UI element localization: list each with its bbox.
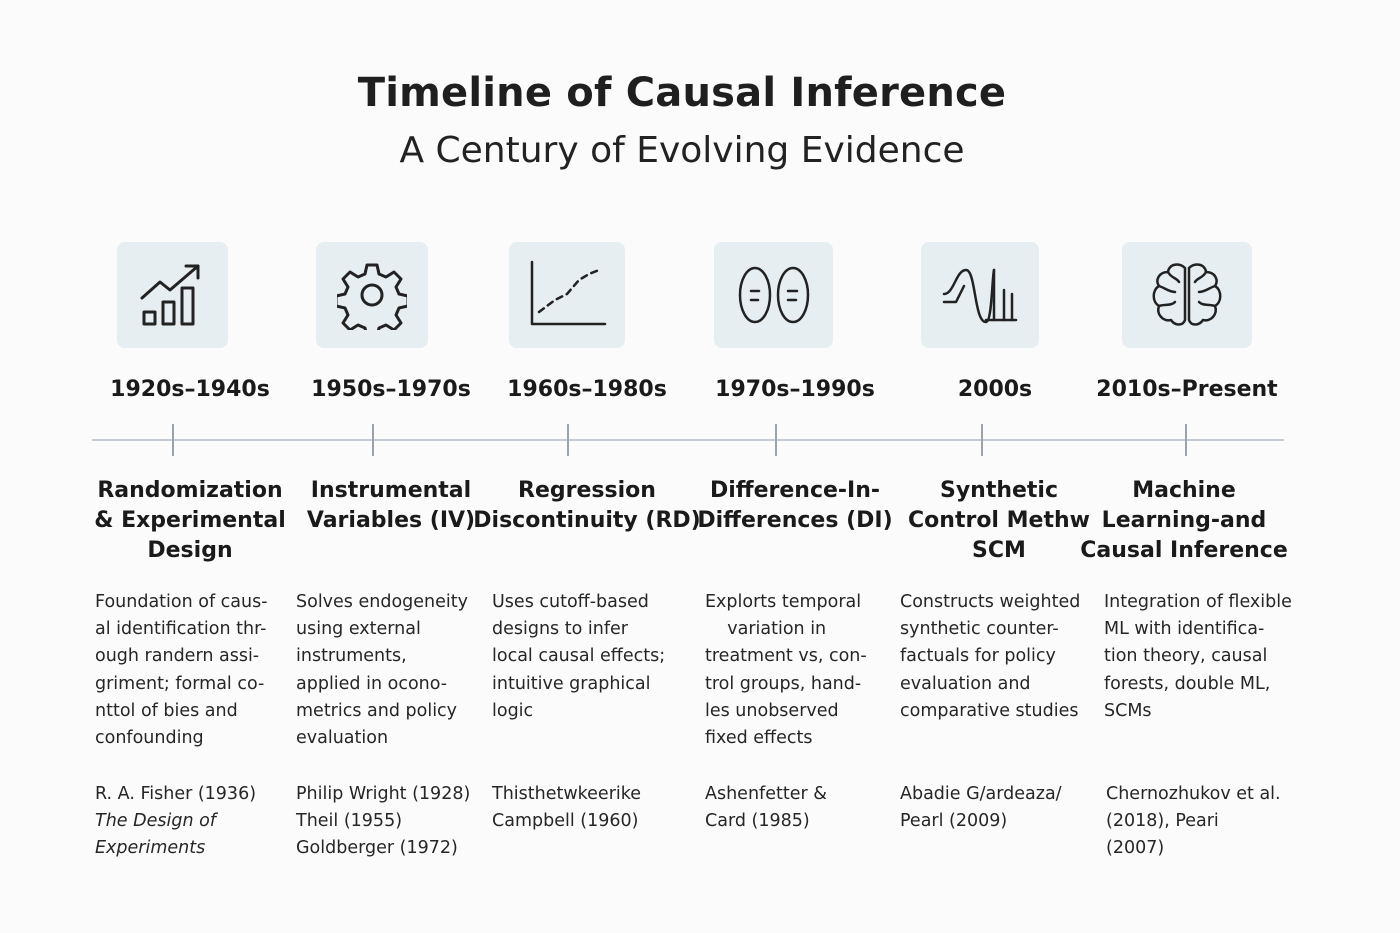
method-references: Abadie G/ardeaza/ Pearl (2009) <box>900 784 1062 832</box>
era-column-2010s: 2010s–Present Machine Learning-and Causa… <box>1080 0 1294 933</box>
method-references: Chernozhukov et al. (2018), Peari (2007) <box>1106 784 1281 859</box>
method-description: Foundation of caus- al identification th… <box>95 592 268 749</box>
synthetic-curve-icon <box>921 242 1039 348</box>
era-period: 1950s–1970s <box>311 377 471 402</box>
era-column-1970s: 1970s–1990s Difference-In- Differences (… <box>697 0 893 933</box>
method-description: Explorts temporal variation in treatment… <box>705 592 867 749</box>
method-title: Synthetic Control Methw SCM <box>908 478 1090 563</box>
gear-icon <box>316 242 428 348</box>
method-references: Ashenfetter & Card (1985) <box>705 784 827 832</box>
line-graph-icon <box>509 242 625 348</box>
bar-chart-trend-icon <box>117 242 228 348</box>
method-description: Constructs weighted synthetic counter- f… <box>900 592 1081 721</box>
era-column-1950s: 1950s–1970s Instrumental Variables (IV) … <box>296 0 486 933</box>
method-title: Randomization & Experimental Design <box>94 478 286 563</box>
method-title: Instrumental Variables (IV) <box>306 478 476 533</box>
era-period: 2010s–Present <box>1096 377 1278 402</box>
page-title: Timeline of Causal Inference <box>357 70 1007 116</box>
era-column-1920s: 1920s–1940s Randomization & Experimental… <box>94 0 286 933</box>
timeline-tick <box>172 424 174 456</box>
era-period: 1920s–1940s <box>110 377 270 402</box>
method-references: Thisthetwkeerike Campbell (1960) <box>492 784 642 832</box>
method-title: Machine Learning-and Causal Inference <box>1080 478 1288 563</box>
timeline-tick <box>567 424 569 456</box>
timeline-tick <box>1185 424 1187 456</box>
era-column-1960s: 1960s–1980s Regression Discontinuity (RD… <box>473 0 701 933</box>
twin-ovals-icon <box>714 242 833 348</box>
page-subtitle: A Century of Evolving Evidence <box>399 130 965 171</box>
method-title: Regression Discontinuity (RD) <box>473 478 701 533</box>
timeline-tick <box>372 424 374 456</box>
timeline-axis <box>92 439 1284 441</box>
era-period: 1970s–1990s <box>715 377 875 402</box>
era-column-2000s: 2000s Synthetic Control Methw SCM Constr… <box>900 0 1090 933</box>
method-description: Integration of flexible ML with identifi… <box>1104 592 1292 721</box>
method-references: Philip Wright (1928) Theil (1955) Goldbe… <box>296 784 471 859</box>
timeline-tick <box>775 424 777 456</box>
method-title: Difference-In- Differences (DI) <box>697 478 893 533</box>
era-period: 2000s <box>957 377 1033 402</box>
method-description: Solves endogeneity using external instru… <box>296 592 468 749</box>
method-description: Uses cutoff-based designs to infer local… <box>492 592 666 721</box>
era-period: 1960s–1980s <box>507 377 667 402</box>
timeline-tick <box>981 424 983 456</box>
method-references: R. A. Fisher (1936) The Design of Experi… <box>95 784 257 859</box>
brain-icon <box>1122 242 1252 348</box>
